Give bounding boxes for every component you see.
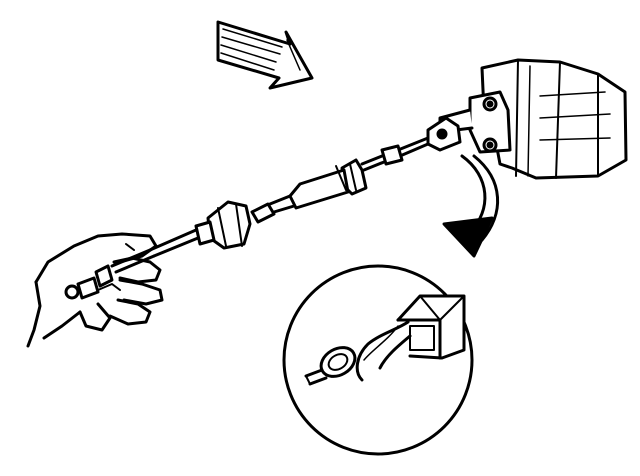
direction-arrow-icon bbox=[216, 20, 314, 90]
curved-arrow-icon bbox=[442, 154, 500, 258]
actuator-housing bbox=[438, 58, 628, 180]
detail-callout-circle bbox=[282, 264, 474, 456]
cable-assembly bbox=[64, 116, 462, 300]
hand-holding-tool bbox=[26, 232, 164, 348]
